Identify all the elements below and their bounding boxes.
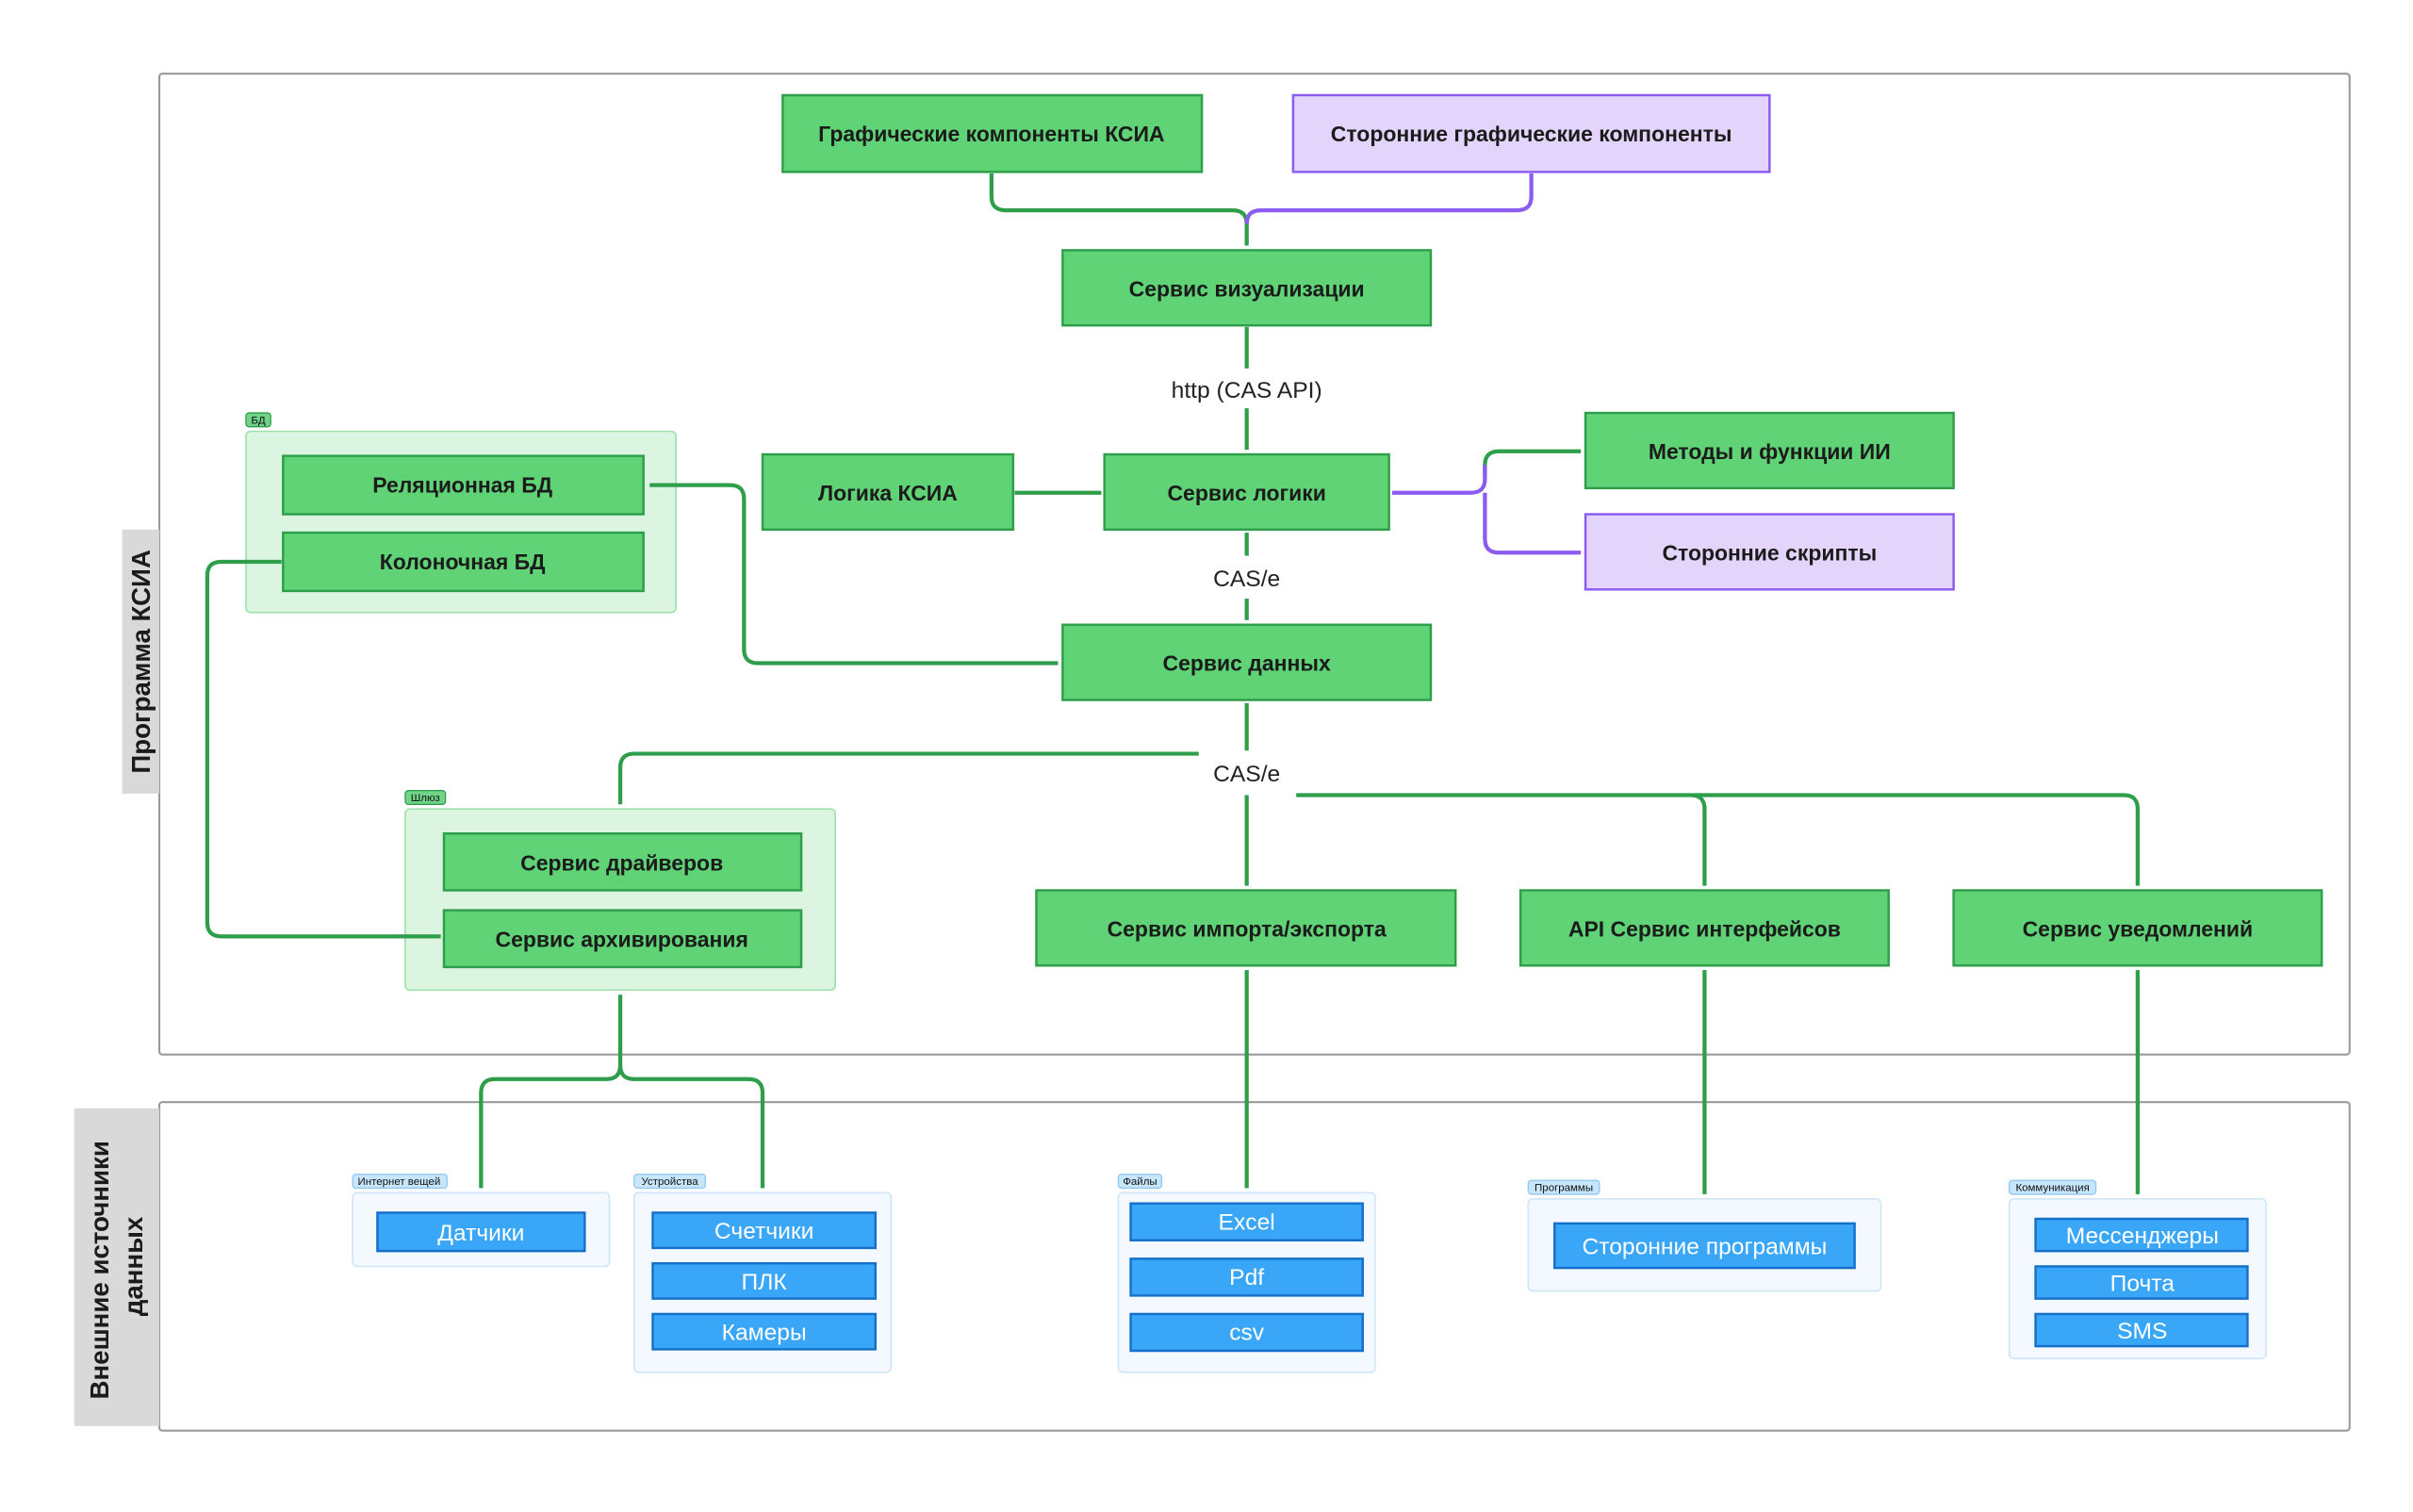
svg-text:Графические компоненты КСИА: Графические компоненты КСИА — [818, 122, 1164, 146]
edge-columnar-db-archiving — [205, 559, 441, 939]
ai-methods-node[interactable]: Методы и функции ИИ — [1584, 411, 1955, 490]
programs-group-tag: Программы — [1527, 1179, 1600, 1195]
edge-third-party-graphics-visualization — [1244, 173, 1534, 224]
svg-text:Шлюз: Шлюз — [411, 793, 440, 804]
edge-label-http: http (CAS API) — [1172, 378, 1322, 403]
edge-cas-drivers — [617, 751, 1199, 805]
edge-label-cas-logic-data: CAS/e — [1213, 567, 1280, 592]
archiving-service-node[interactable]: Сервис архивирования — [442, 909, 803, 969]
data-service-node[interactable]: Сервис данных — [1061, 623, 1433, 701]
edge-logic-third-party-scripts — [1391, 465, 1582, 555]
svg-text:Устройства: Устройства — [642, 1176, 699, 1188]
svg-text:Сервис логики: Сервис логики — [1167, 481, 1325, 505]
csv-node[interactable]: csv — [1129, 1312, 1364, 1353]
files-group-tag: Файлы — [1117, 1174, 1163, 1190]
drivers-service-node[interactable]: Сервис драйверов — [442, 832, 803, 892]
edge-logic-ai-methods — [1483, 449, 1582, 476]
svg-text:Колоночная БД: Колоночная БД — [380, 550, 546, 574]
svg-text:Программа КСИА: Программа КСИА — [126, 550, 156, 774]
edge-ksia-graphics-visualization — [989, 173, 1249, 246]
logic-service-node[interactable]: Сервис логики — [1103, 452, 1390, 532]
mail-node[interactable]: Почта — [2034, 1265, 2249, 1300]
sensors-node[interactable]: Датчики — [376, 1211, 586, 1253]
svg-text:Сервис импорта/экспорта: Сервис импорта/экспорта — [1108, 916, 1387, 941]
relational-db-node[interactable]: Реляционная БД — [282, 454, 645, 516]
excel-node[interactable]: Excel — [1129, 1202, 1364, 1241]
svg-text:Сторонние скрипты: Сторонние скрипты — [1662, 540, 1877, 565]
sms-node[interactable]: SMS — [2034, 1312, 2249, 1348]
program-lane-label: Программа КСИА — [122, 529, 160, 794]
svg-text:Сервис уведомлений: Сервис уведомлений — [2023, 916, 2254, 941]
notifications-node[interactable]: Сервис уведомлений — [1952, 889, 2323, 967]
svg-text:API Сервис интерфейсов: API Сервис интерфейсов — [1568, 916, 1841, 941]
svg-text:Сервис драйверов: Сервис драйверов — [520, 850, 723, 875]
svg-text:Внешние источники данных: Внешние источники данных — [85, 1133, 148, 1399]
svg-text:Сервис архивирования: Сервис архивирования — [495, 928, 747, 952]
messengers-node[interactable]: Мессенджеры — [2034, 1217, 2249, 1253]
gateway-group-tag: Шлюз — [404, 789, 447, 805]
ksia-logic-node[interactable]: Логика КСИА — [761, 452, 1015, 532]
svg-text:Счетчики: Счетчики — [714, 1219, 814, 1244]
svg-text:csv: csv — [1229, 1321, 1265, 1346]
svg-text:Коммуникация: Коммуникация — [2015, 1183, 2089, 1194]
svg-text:SMS: SMS — [2117, 1319, 2167, 1344]
edge-gateway-devices — [479, 994, 765, 1189]
third-party-programs-node[interactable]: Сторонние программы — [1553, 1222, 1856, 1270]
pdf-node[interactable]: Pdf — [1129, 1257, 1364, 1297]
svg-text:Excel: Excel — [1219, 1209, 1275, 1235]
svg-text:Методы и функции ИИ: Методы и функции ИИ — [1649, 439, 1891, 464]
svg-text:Сторонние графические компонен: Сторонние графические компоненты — [1331, 122, 1732, 146]
svg-text:Сервис визуализации: Сервис визуализации — [1129, 276, 1365, 301]
svg-text:Pdf: Pdf — [1229, 1265, 1264, 1290]
third-party-graphics-node[interactable]: Сторонние графические компоненты — [1291, 93, 1771, 173]
communication-group-tag: Коммуникация — [2009, 1179, 2097, 1195]
svg-text:Камеры: Камеры — [722, 1321, 807, 1346]
svg-text:Сервис данных: Сервис данных — [1163, 651, 1332, 676]
iot-group-tag: Интернет вещей — [352, 1174, 448, 1190]
ksia-graphics-node[interactable]: Графические компоненты КСИА — [781, 93, 1204, 173]
edge-relational-db-data — [649, 483, 1059, 666]
svg-text:Почта: Почта — [2110, 1272, 2175, 1297]
api-interfaces-node[interactable]: API Сервис интерфейсов — [1518, 889, 1890, 967]
meters-node[interactable]: Счетчики — [651, 1211, 878, 1250]
columnar-db-node[interactable]: Колоночная БД — [282, 531, 645, 593]
svg-text:Логика КСИА: Логика КСИА — [818, 481, 958, 505]
external-lane-label: Внешние источники данных — [74, 1108, 160, 1426]
svg-text:БД: БД — [251, 415, 266, 426]
db-group-tag: БД — [245, 412, 271, 428]
cameras-node[interactable]: Камеры — [651, 1312, 878, 1351]
svg-text:Датчики: Датчики — [437, 1221, 524, 1246]
svg-text:Сторонние программы: Сторонние программы — [1582, 1235, 1827, 1260]
edge-label-cas-data-services: CAS/e — [1213, 762, 1280, 787]
plc-node[interactable]: ПЛК — [651, 1261, 878, 1300]
edge-cas-api-notifications — [1296, 793, 2141, 886]
svg-text:Интернет вещей: Интернет вещей — [357, 1176, 440, 1188]
devices-group-tag: Устройства — [633, 1174, 706, 1190]
import-export-node[interactable]: Сервис импорта/экспорта — [1035, 889, 1457, 967]
svg-text:Мессенджеры: Мессенджеры — [2066, 1224, 2219, 1249]
third-party-scripts-node[interactable]: Сторонние скрипты — [1584, 513, 1955, 591]
svg-text:Программы: Программы — [1535, 1183, 1593, 1194]
svg-text:Файлы: Файлы — [1123, 1176, 1157, 1188]
svg-text:ПЛК: ПЛК — [742, 1270, 788, 1295]
visualization-service-node[interactable]: Сервис визуализации — [1061, 249, 1433, 327]
svg-text:Реляционная БД: Реляционная БД — [372, 473, 552, 498]
